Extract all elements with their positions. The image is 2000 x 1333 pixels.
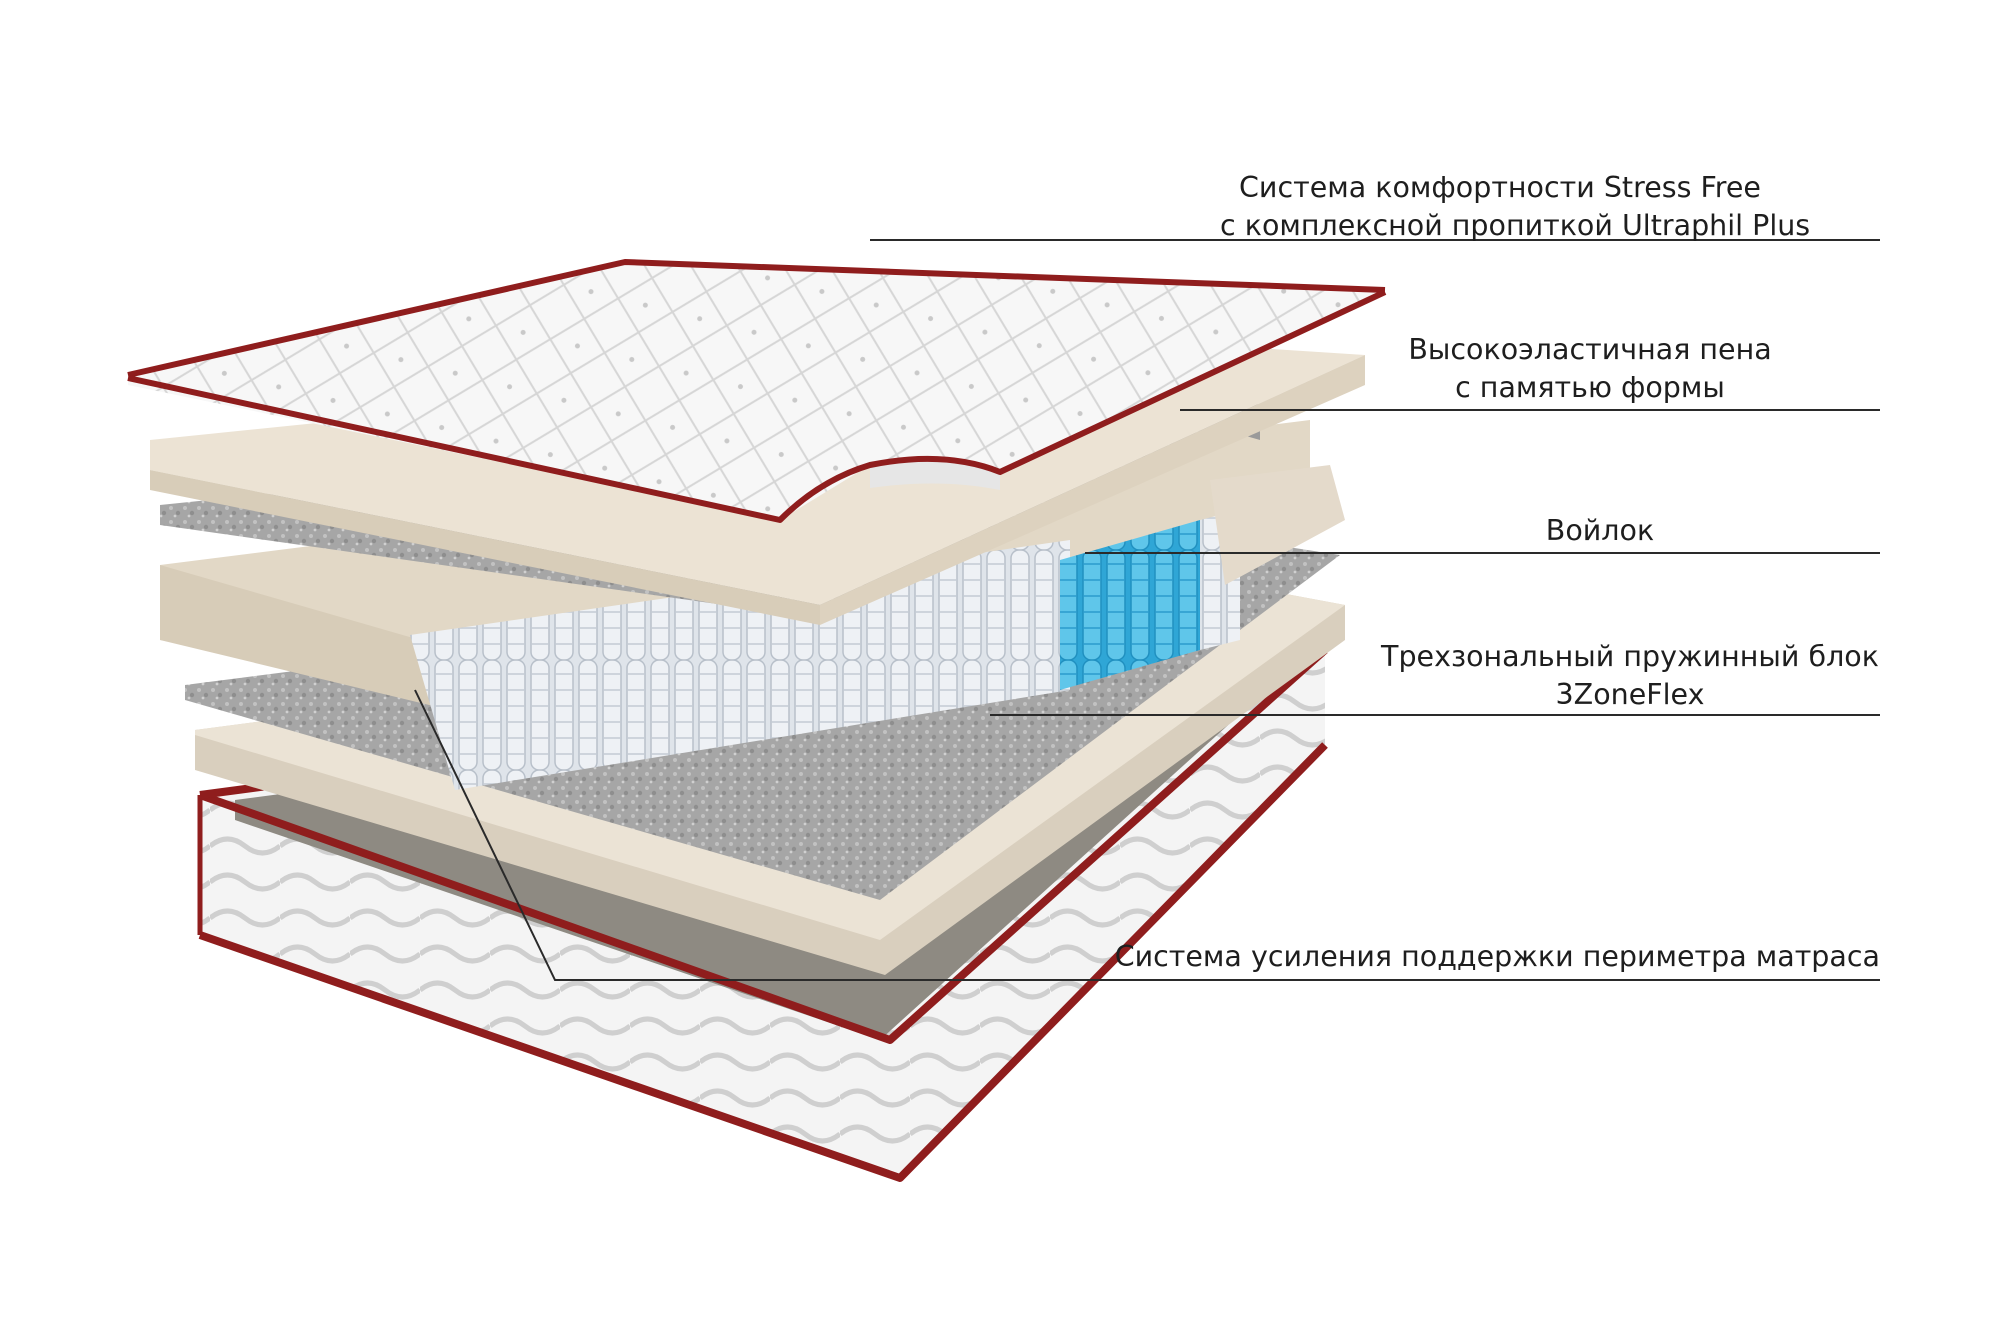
label-memory-foam-line2: с памятью формы xyxy=(1400,369,1780,407)
label-felt: Войлок xyxy=(1500,512,1700,550)
label-spring-block-line1: Трехзональный пружинный блок xyxy=(1380,638,1880,676)
label-stress-free-line1: Система комфортности Stress Free xyxy=(1220,169,1780,207)
label-stress-free: Система комфортности Stress Free с компл… xyxy=(1220,169,1780,245)
label-memory-foam: Высокоэластичная пена с памятью формы xyxy=(1400,331,1780,407)
label-stress-free-line2: с комплексной пропиткой Ultraphil Plus xyxy=(1220,207,1780,245)
label-felt-line1: Войлок xyxy=(1500,512,1700,550)
label-perimeter: Система усиления поддержки периметра мат… xyxy=(1110,938,1880,976)
label-spring-block: Трехзональный пружинный блок 3ZoneFlex xyxy=(1380,638,1880,714)
label-perimeter-line1: Система усиления поддержки периметра мат… xyxy=(1110,938,1880,976)
label-spring-block-line2: 3ZoneFlex xyxy=(1380,676,1880,714)
label-memory-foam-line1: Высокоэластичная пена xyxy=(1400,331,1780,369)
